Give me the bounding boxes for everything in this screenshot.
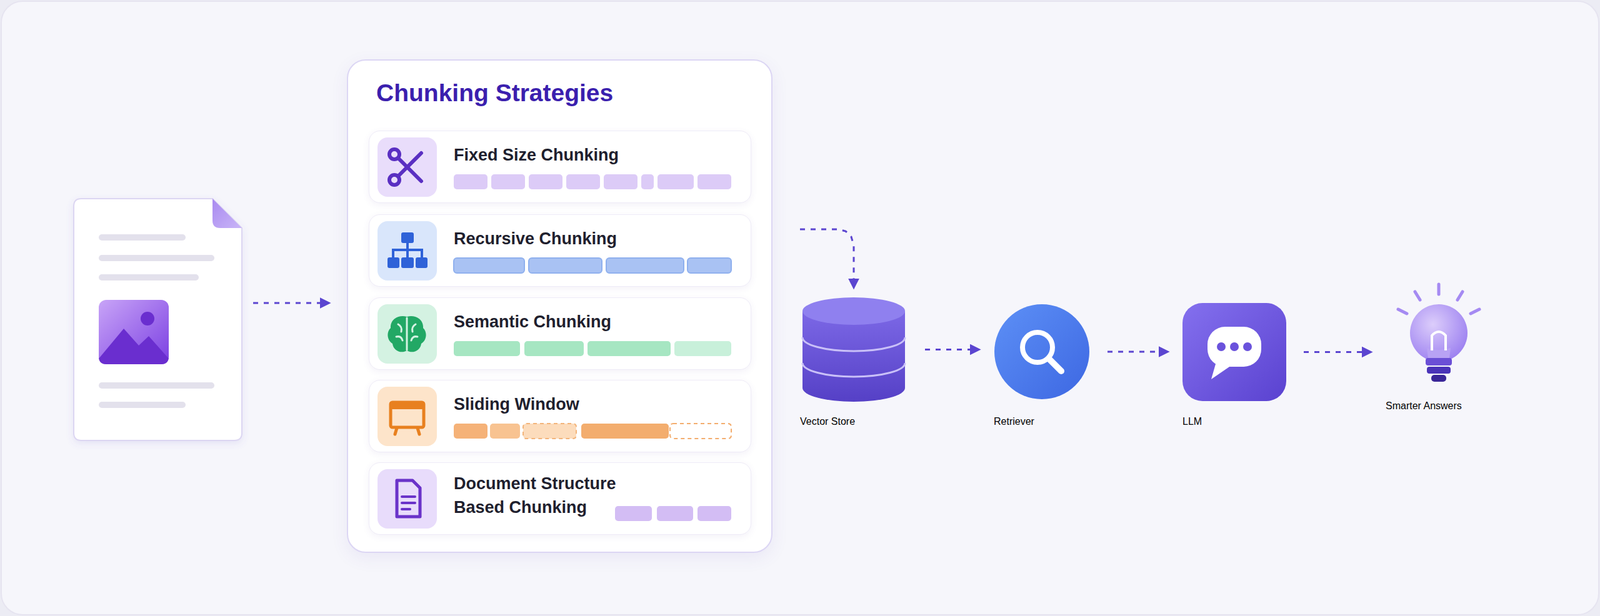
strategy-graphic <box>369 131 752 204</box>
source-document <box>73 198 242 441</box>
text-lines <box>98 234 215 409</box>
flow-arrow <box>800 229 854 288</box>
strategy-icon <box>377 137 437 197</box>
panel-heading: Chunking Strategies <box>376 79 614 107</box>
strategy-row: Sliding Window <box>368 380 752 453</box>
strategy-label: Recursive Chunking <box>453 227 729 252</box>
strategy-icon <box>377 469 437 529</box>
node-label: Vector Store <box>800 416 950 428</box>
strategy-row: Fixed Size Chunking <box>368 130 752 204</box>
node-label: Retriever <box>993 416 1144 428</box>
strategy-label: Semantic Chunking <box>453 310 729 335</box>
node-shape <box>993 303 1090 400</box>
llm-node: LLM <box>1182 303 1333 428</box>
strategy-label: Document Structure Based Chunking <box>453 472 642 520</box>
strategy-row: Document Structure Based Chunking <box>368 462 752 535</box>
strategy-label: Sliding Window <box>453 393 729 417</box>
vector-store-node: Vector Store <box>800 296 950 428</box>
search-icon <box>993 303 1090 400</box>
strategy-label: Fixed Size Chunking <box>453 143 729 168</box>
strategy-graphic <box>369 298 752 371</box>
strategy-icon <box>377 304 437 364</box>
strategy-graphic <box>369 215 752 288</box>
node-shape <box>800 296 908 404</box>
retriever-node: Retriever <box>993 303 1144 428</box>
node-shape <box>1182 303 1287 402</box>
flow-arrow <box>1107 351 1168 354</box>
database-icon <box>800 296 908 404</box>
strategy-icon <box>377 221 437 281</box>
strategy-row: Semantic Chunking <box>368 297 752 370</box>
strategy-row: Recursive Chunking <box>368 214 752 287</box>
input-arrow <box>253 302 329 305</box>
node-shape <box>1385 278 1492 397</box>
node-label: Smarter Answers <box>1385 400 1492 412</box>
answer-node: Smarter Answers <box>1385 278 1536 412</box>
strategy-panel: Chunking StrategiesFixed Size ChunkingRe… <box>346 59 773 554</box>
node-label: LLM <box>1182 416 1333 428</box>
page-fold <box>212 198 242 229</box>
strategy-icon <box>377 386 437 447</box>
image-thumbnail <box>98 300 169 365</box>
lightbulb-icon <box>1385 278 1492 397</box>
flow-arrow <box>925 348 979 351</box>
strategy-graphic <box>369 380 752 454</box>
flow-arrow <box>1303 351 1371 354</box>
chat-icon <box>1182 303 1287 402</box>
